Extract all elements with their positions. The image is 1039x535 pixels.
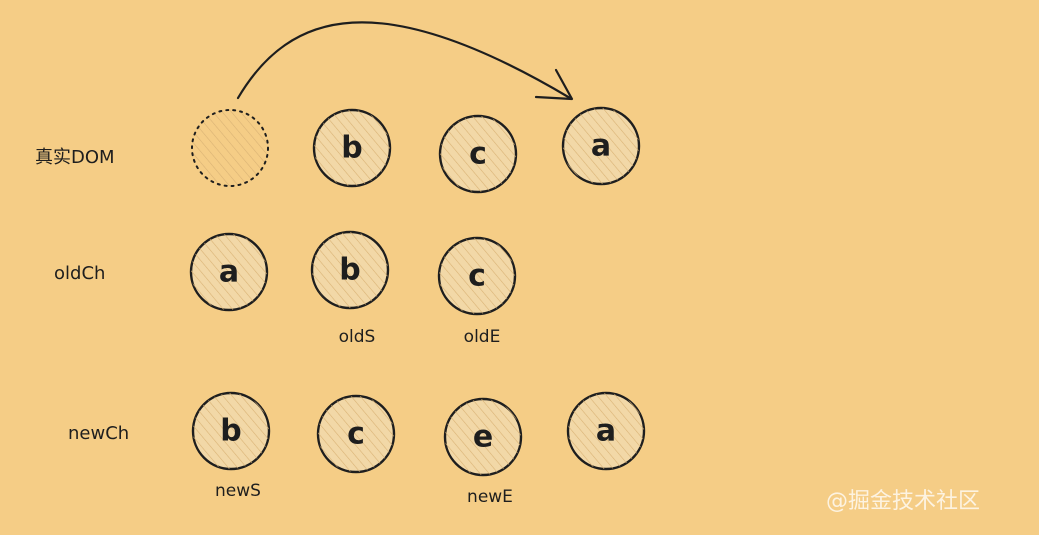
row-label-old-ch: oldCh xyxy=(54,263,105,284)
move-arrow xyxy=(236,21,574,101)
watermark-text: @掘金技术社区 xyxy=(826,489,980,514)
old-ch-node-1: a xyxy=(189,232,269,312)
new-ch-node-3-letter: e xyxy=(473,420,493,455)
real-dom-node-2-letter: b xyxy=(341,131,362,166)
old-ch-node-2-letter: b xyxy=(339,253,360,288)
row-label-new-ch: newCh xyxy=(68,423,129,444)
new-end-pointer-label: newE xyxy=(467,487,513,507)
row-label-real-dom: 真实DOM xyxy=(35,147,115,168)
old-ch-node-2: b xyxy=(310,230,390,310)
old-start-pointer-label: oldS xyxy=(339,327,376,347)
new-ch-node-4-letter: a xyxy=(596,414,616,449)
new-ch-node-1: b xyxy=(191,391,271,471)
old-end-pointer-label: oldE xyxy=(464,327,501,347)
old-ch-node-3: c xyxy=(437,236,517,316)
real-dom-node-1 xyxy=(191,109,269,187)
new-ch-node-4: a xyxy=(566,391,646,471)
real-dom-node-4-letter: a xyxy=(591,129,611,164)
real-dom-node-3-letter: c xyxy=(469,137,487,172)
old-ch-node-1-letter: a xyxy=(219,255,239,290)
old-ch-node-3-letter: c xyxy=(468,259,486,294)
new-ch-node-2: c xyxy=(316,394,396,474)
real-dom-node-4: a xyxy=(561,106,641,186)
real-dom-node-2: b xyxy=(312,108,392,188)
new-ch-node-2-letter: c xyxy=(347,417,365,452)
new-start-pointer-label: newS xyxy=(215,481,261,501)
real-dom-node-3: c xyxy=(438,114,518,194)
new-ch-node-1-letter: b xyxy=(220,414,241,449)
new-ch-node-3: e xyxy=(443,397,523,477)
